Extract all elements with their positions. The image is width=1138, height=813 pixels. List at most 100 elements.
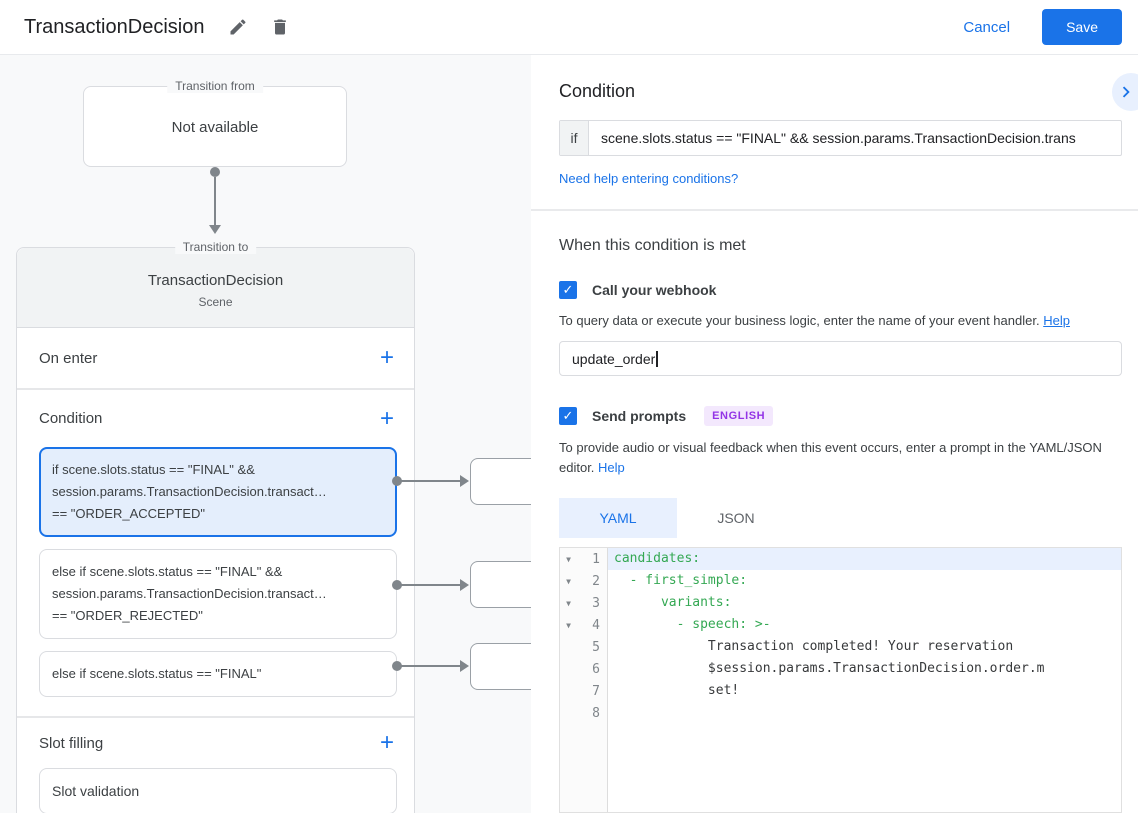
chevron-right-icon <box>1122 86 1130 98</box>
prompts-helper-body: To provide audio or visual feedback when… <box>559 440 1102 475</box>
condition-connector-line <box>400 480 460 482</box>
transition-from-box: Transition from Not available <box>83 79 347 167</box>
transition-target-box[interactable] <box>470 458 531 505</box>
on-enter-label: On enter <box>39 349 98 367</box>
condition-text-line: session.params.TransactionDecision.trans… <box>52 586 327 601</box>
condition-edit-panel: Condition if scene.slots.status == "FINA… <box>531 55 1138 813</box>
collapse-panel-button[interactable] <box>1112 73 1138 111</box>
add-slot-icon[interactable]: + <box>379 729 394 756</box>
condition-card-accepted[interactable]: if scene.slots.status == "FINAL" && sess… <box>39 447 397 537</box>
condition-connector-dot <box>392 580 402 590</box>
send-prompts-label: Send prompts <box>592 408 687 424</box>
section-divider <box>531 209 1138 211</box>
condition-connector-dot <box>392 476 402 486</box>
condition-card-final[interactable]: else if scene.slots.status == "FINAL" <box>39 651 397 697</box>
when-condition-heading: When this condition is met <box>559 237 746 254</box>
page-title: TransactionDecision <box>24 15 205 38</box>
language-badge: ENGLISH <box>704 406 774 426</box>
if-prefix: if <box>560 121 589 155</box>
flow-arrowhead-icon <box>209 225 221 234</box>
webhook-help-link[interactable]: Help <box>1043 313 1070 328</box>
fold-arrow-icon[interactable]: ▼ <box>566 554 571 564</box>
delete-icon[interactable] <box>268 15 292 39</box>
tab-json[interactable]: JSON <box>717 510 755 526</box>
condition-section: Condition + if scene.slots.status == "FI… <box>17 390 414 718</box>
transition-from-value: Not available <box>171 119 259 136</box>
slot-filling-label: Slot filling <box>39 734 104 752</box>
code-line: $session.params.TransactionDecision.orde… <box>614 661 1045 676</box>
condition-text-line: else if scene.slots.status == "FINAL" && <box>52 564 283 579</box>
webhook-helper-text: To query data or execute your business l… <box>559 311 1114 331</box>
scene-subtitle: Scene <box>198 295 233 309</box>
line-number: 1 <box>592 551 600 567</box>
yaml-code-editor[interactable]: ▼ 1 ▼ 2 ▼ 3 ▼ 4 5 6 7 8 candidates: - first_… <box>559 547 1122 813</box>
prompts-help-link[interactable]: Help <box>598 460 625 475</box>
event-handler-value: update_order <box>572 350 656 367</box>
scene-title: TransactionDecision <box>147 272 284 289</box>
add-on-enter-icon[interactable]: + <box>379 344 394 371</box>
condition-card-rejected[interactable]: else if scene.slots.status == "FINAL" &&… <box>39 549 397 639</box>
condition-connector-dot <box>392 661 402 671</box>
condition-text-line: else if scene.slots.status == "FINAL" <box>52 666 262 681</box>
code-line: Transaction completed! Your reservation <box>614 639 1014 654</box>
line-number: 8 <box>592 705 600 721</box>
code-line: - first_simple: <box>614 573 748 588</box>
call-webhook-checkbox[interactable]: ✓ <box>559 281 577 299</box>
scene-flow-canvas: Transition from Not available Transition… <box>0 55 531 813</box>
slot-validation-card[interactable]: Slot validation <box>39 768 397 813</box>
transition-to-card: Transition to TransactionDecision Scene … <box>16 240 415 813</box>
condition-arrowhead-icon <box>460 660 469 672</box>
line-number: 3 <box>592 595 600 611</box>
save-button[interactable]: Save <box>1042 9 1122 45</box>
code-line <box>608 702 1121 724</box>
condition-text-line: == "ORDER_ACCEPTED" <box>52 506 205 521</box>
line-number: 4 <box>592 617 600 633</box>
cancel-button[interactable]: Cancel <box>963 18 1011 36</box>
line-number: 5 <box>592 639 600 655</box>
editor-code-area[interactable]: candidates: - first_simple: variants: - … <box>608 548 1121 812</box>
editor-gutter: ▼ 1 ▼ 2 ▼ 3 ▼ 4 5 6 7 8 <box>560 548 608 812</box>
text-caret <box>656 350 658 367</box>
code-line: - speech: >- <box>614 617 771 632</box>
send-prompts-checkbox[interactable]: ✓ <box>559 407 577 425</box>
condition-arrowhead-icon <box>460 475 469 487</box>
panel-condition-heading: Condition <box>559 81 636 101</box>
condition-expression-row: if scene.slots.status == "FINAL" && sess… <box>559 120 1122 156</box>
transition-from-label: Transition from <box>167 79 263 93</box>
condition-arrowhead-icon <box>460 579 469 591</box>
slot-validation-label: Slot validation <box>52 783 140 799</box>
condition-text-line: == "ORDER_REJECTED" <box>52 608 203 623</box>
code-line: candidates: <box>608 548 1121 570</box>
editor-format-tabs: YAML JSON <box>559 498 1122 538</box>
conditions-help-link[interactable]: Need help entering conditions? <box>559 171 739 186</box>
flow-connector-dot <box>210 167 220 177</box>
transition-target-box[interactable] <box>470 643 531 690</box>
add-condition-icon[interactable]: + <box>379 404 394 432</box>
scene-card-header: TransactionDecision Scene <box>17 248 414 328</box>
condition-connector-line <box>400 584 460 586</box>
transition-to-label: Transition to <box>174 240 257 254</box>
code-line: set! <box>614 683 740 698</box>
tab-yaml[interactable]: YAML <box>559 498 677 538</box>
slot-filling-section: Slot filling + <box>17 718 414 768</box>
condition-expression-input[interactable]: scene.slots.status == "FINAL" && session… <box>601 130 1076 146</box>
edit-icon[interactable] <box>226 15 250 39</box>
line-number: 2 <box>592 573 600 589</box>
call-webhook-label: Call your webhook <box>592 282 717 298</box>
transition-target-box[interactable] <box>470 561 531 608</box>
top-bar: TransactionDecision Cancel Save <box>0 0 1138 55</box>
fold-arrow-icon[interactable]: ▼ <box>566 576 571 586</box>
code-line: variants: <box>614 595 732 610</box>
prompts-helper-text: To provide audio or visual feedback when… <box>559 438 1114 478</box>
condition-text-line: if scene.slots.status == "FINAL" && <box>52 462 255 477</box>
webhook-helper-body: To query data or execute your business l… <box>559 313 1040 328</box>
event-handler-input[interactable]: update_order <box>559 341 1122 376</box>
line-number: 7 <box>592 683 600 699</box>
line-number: 6 <box>592 661 600 677</box>
condition-connector-line <box>400 665 460 667</box>
fold-arrow-icon[interactable]: ▼ <box>566 598 571 608</box>
condition-section-label: Condition <box>39 410 103 427</box>
flow-connector-line <box>214 177 216 225</box>
condition-text-line: session.params.TransactionDecision.trans… <box>52 484 327 499</box>
fold-arrow-icon[interactable]: ▼ <box>566 620 571 630</box>
